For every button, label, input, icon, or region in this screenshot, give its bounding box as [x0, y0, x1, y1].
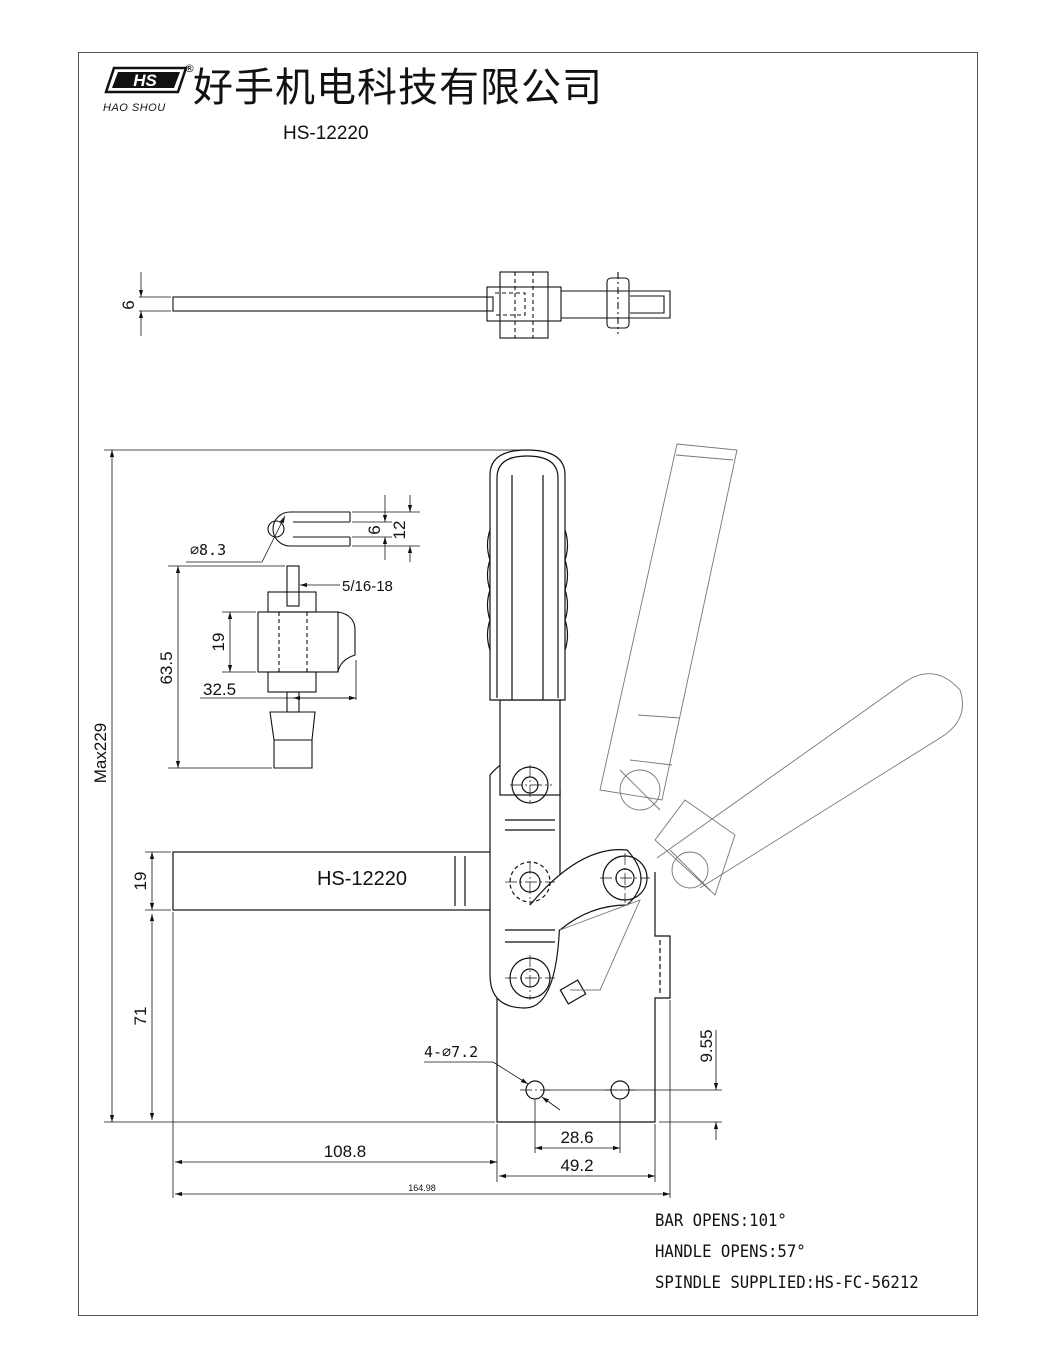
- top-view-thickness-label: 6: [119, 300, 138, 309]
- bar-model-label: HS-12220: [317, 868, 407, 890]
- note-handle-opens: HANDLE OPENS:57°: [655, 1242, 806, 1262]
- note-bar-opens: BAR OPENS:101°: [655, 1211, 787, 1231]
- slot-width-label: 6: [365, 525, 384, 534]
- hole-offset-label: 9.55: [697, 1029, 716, 1062]
- bar-height-label: 19: [131, 872, 150, 891]
- logo-brand: HAO SHOU: [103, 102, 166, 114]
- registered-mark: ®: [184, 62, 195, 75]
- model-number: HS-12220: [283, 123, 369, 144]
- base-height-label: 71: [131, 1007, 150, 1026]
- spindle-offset-label: 32.5: [203, 680, 236, 699]
- phantom-open-positions: [559, 443, 963, 991]
- base-width-label: 49.2: [560, 1156, 593, 1175]
- company-name: 好手机电科技有限公司: [193, 65, 603, 111]
- logo-text: HS: [133, 71, 157, 90]
- thread-spec-label: 5/16-18: [342, 578, 393, 595]
- base-bracket: [496, 872, 671, 1123]
- max-height-label: Max229: [91, 723, 110, 783]
- bar-length-label: 108.8: [324, 1142, 367, 1161]
- main-view: [172, 449, 671, 1123]
- nut-height-label: 19: [209, 633, 228, 652]
- hole-spacing-label: 28.6: [560, 1128, 593, 1147]
- spec-notes: BAR OPENS:101° HANDLE OPENS:57° SPINDLE …: [655, 1206, 919, 1299]
- slot-outer-label: 12: [390, 521, 409, 540]
- hole-label: 4-⌀7.2: [424, 1043, 478, 1061]
- spindle-length-label: 63.5: [157, 651, 176, 684]
- spindle-detail: [257, 511, 356, 769]
- overall-length-label: 164.98: [408, 1183, 436, 1193]
- drawing-frame: [78, 52, 978, 1316]
- top-view: [138, 271, 671, 339]
- note-spindle-supplied: SPINDLE SUPPLIED:HS-FC-56212: [655, 1273, 919, 1293]
- hs-logo: HS: [104, 66, 188, 94]
- spindle-eye-diameter-label: ⌀8.3: [190, 541, 226, 559]
